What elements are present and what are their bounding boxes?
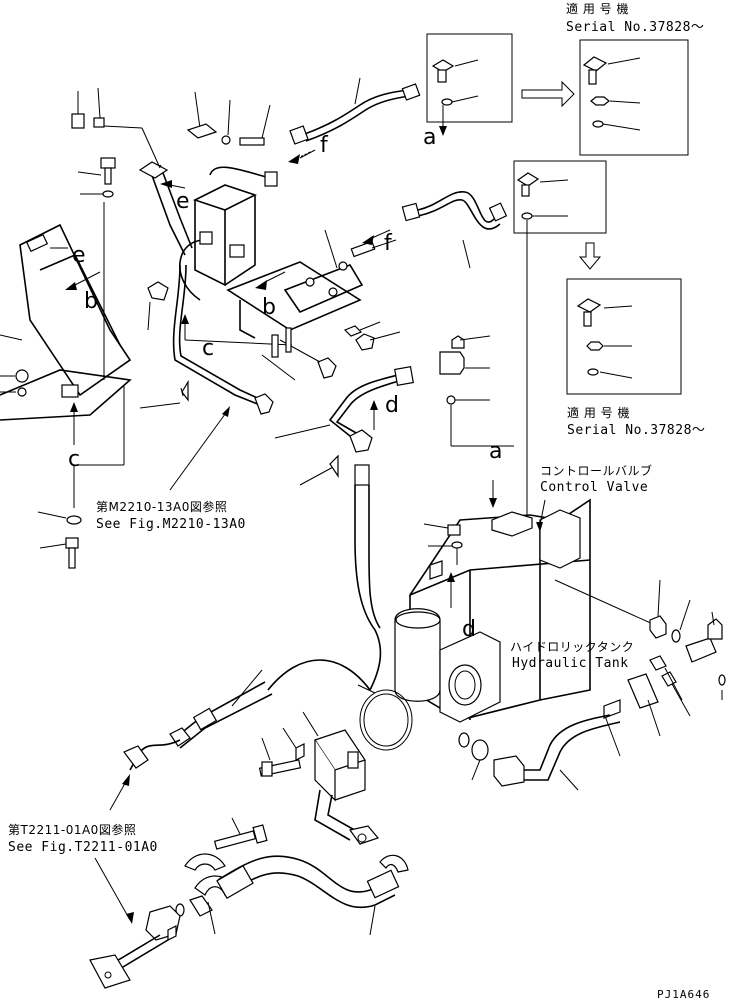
connector-letter-c-mid: c <box>202 336 215 361</box>
connector-letter-f-top: f <box>320 133 329 158</box>
upper-hose-long <box>289 77 421 145</box>
hydraulic-tank <box>394 498 591 723</box>
connector-letter-b-mid: b <box>262 295 277 320</box>
inset-box-serial-mid <box>566 278 682 395</box>
drawing-code: PJ1A646 <box>657 988 711 1001</box>
inset-box-original <box>426 33 513 123</box>
reference-t2211-jp: 第T2211-01A0図参照 <box>8 823 137 837</box>
bracket-plate <box>226 229 401 351</box>
connector-letter-d-tank: d <box>462 617 477 642</box>
hydraulic-tank-jp: ハイドロリックタンク <box>510 640 635 654</box>
valve-block <box>138 91 278 339</box>
control-valve-en: Control Valve <box>540 480 649 495</box>
connector-letter-d-pipe: d <box>385 393 400 418</box>
connector-letter-a-tank: a <box>489 439 503 464</box>
connector-letter-e-valve: e <box>176 189 191 214</box>
bottom-hose <box>175 817 409 936</box>
reference-t2211-en: See Fig.T2211-01A0 <box>8 840 158 855</box>
inset-box-serial-top <box>579 39 689 156</box>
serial-note-top-en: Serial No.37828～ <box>566 20 705 35</box>
return-hose-vertical <box>123 464 382 771</box>
connector-letter-b-left: b <box>84 289 99 314</box>
filter-plate <box>258 711 380 845</box>
connector-letter-a-top: a <box>423 125 437 150</box>
tank-right-fittings <box>554 579 726 757</box>
left-vertical-pipe <box>139 264 337 415</box>
reference-m2210-jp: 第M2210-13A0図参照 <box>96 500 228 514</box>
serial-note-top-jp: 適 用 号 機 <box>566 2 629 16</box>
connector-letter-c-left: c <box>68 447 81 472</box>
suction-pipe <box>458 714 621 791</box>
left-bracket <box>0 202 132 445</box>
bottom-left-pipe <box>89 857 181 989</box>
hydraulic-tank-en: Hydraulic Tank <box>512 656 629 671</box>
upper-hose-second <box>401 191 508 269</box>
serial-note-mid-en: Serial No.37828～ <box>567 423 706 438</box>
reference-m2210-en: See Fig.M2210-13A0 <box>96 517 246 532</box>
middle-pipe <box>274 335 514 486</box>
left-top-parts <box>71 87 161 198</box>
serial-note-mid-jp: 適 用 号 機 <box>567 406 630 420</box>
connector-letter-f-mid: f <box>384 231 393 256</box>
connector-letter-e-left: e <box>72 243 87 268</box>
inset-box-mid-left <box>513 160 607 234</box>
control-valve-jp: コントロールバルブ <box>540 464 653 478</box>
